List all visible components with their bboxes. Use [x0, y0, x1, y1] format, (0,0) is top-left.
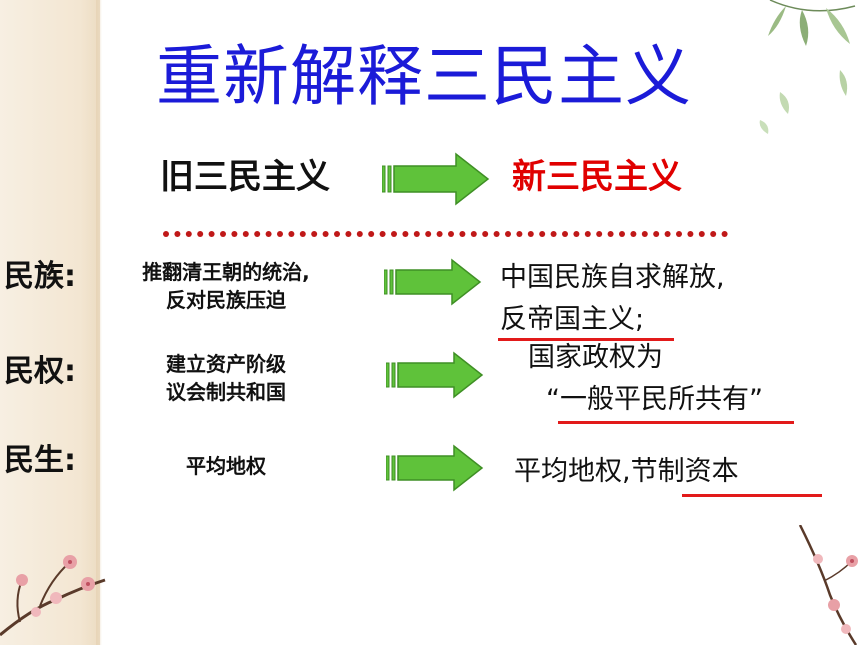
left-decorative-band — [0, 0, 100, 645]
divider-dot — [436, 231, 443, 237]
old-desc-line: 推翻清王朝的统治, — [142, 260, 310, 284]
row-label-nationalism: 民族: — [4, 259, 76, 294]
divider-dot — [265, 231, 272, 237]
divider-dot — [413, 231, 420, 237]
divider-dot — [368, 231, 375, 237]
divider-dot — [163, 231, 169, 237]
divider-dot — [516, 231, 523, 237]
divider-dot — [676, 231, 682, 237]
divider-dot — [402, 231, 409, 237]
new-desc-democracy-line2: “一般平民所共有” — [546, 384, 763, 415]
divider-dot — [698, 231, 705, 237]
divider-dot — [391, 231, 397, 237]
divider-dot — [277, 231, 283, 237]
new-desc-nationalism-line1: 中国民族自求解放, — [500, 262, 725, 293]
divider-dot — [242, 231, 249, 237]
old-desc-democracy: 建立资产阶级 议会制共和国 — [106, 350, 346, 406]
row-label-livelihood: 民生: — [4, 443, 76, 478]
right-arrow-icon — [386, 351, 484, 399]
divider-dot — [630, 231, 637, 237]
left-band-edge — [96, 0, 102, 645]
divider-dot — [619, 231, 625, 237]
old-desc-nationalism: 推翻清王朝的统治, 反对民族压迫 — [106, 258, 346, 314]
divider-dot — [641, 231, 648, 237]
divider-dot — [539, 231, 546, 237]
plum-blossom-icon — [798, 525, 858, 645]
divider-dot — [311, 231, 318, 237]
divider-dot — [584, 231, 591, 237]
old-three-principles-label: 旧三民主义 — [160, 157, 330, 197]
divider-dot — [220, 231, 226, 237]
divider-dot — [174, 231, 181, 237]
divider-dot — [299, 231, 306, 237]
divider-dot — [505, 231, 511, 237]
divider-dot — [322, 231, 329, 237]
right-arrow-icon — [384, 258, 482, 306]
right-arrow-icon — [386, 444, 484, 492]
divider-dot — [197, 231, 204, 237]
dotted-divider — [163, 231, 728, 237]
divider-dot — [254, 231, 261, 237]
divider-dot — [721, 231, 728, 237]
old-desc-livelihood: 平均地权 — [106, 452, 346, 480]
new-desc-nationalism-line2: 反帝国主义; — [500, 304, 645, 335]
old-desc-line: 建立资产阶级 — [166, 352, 286, 376]
old-desc-line: 反对民族压迫 — [166, 288, 286, 312]
divider-dot — [607, 231, 614, 237]
divider-dot — [208, 231, 215, 237]
divider-dot — [356, 231, 363, 237]
divider-dot — [664, 231, 671, 237]
divider-dot — [493, 231, 500, 237]
emphasis-underline — [682, 494, 822, 497]
divider-dot — [687, 231, 694, 237]
divider-dot — [288, 231, 295, 237]
divider-dot — [470, 231, 477, 237]
divider-dot — [573, 231, 580, 237]
emphasis-underline — [558, 421, 794, 424]
divider-dot — [379, 231, 386, 237]
plum-blossom-icon — [0, 555, 106, 637]
divider-dot — [185, 231, 192, 237]
old-desc-line: 议会制共和国 — [166, 380, 286, 404]
divider-dot — [231, 231, 238, 237]
divider-dot — [459, 231, 466, 237]
divider-dot — [527, 231, 534, 237]
divider-dot — [550, 231, 557, 237]
divider-dot — [425, 231, 432, 237]
divider-dot — [596, 231, 603, 237]
emphasis-underline — [498, 338, 674, 341]
divider-dot — [482, 231, 489, 237]
old-desc-line: 平均地权 — [186, 454, 266, 478]
divider-dot — [448, 231, 454, 237]
bamboo-leaf-icon — [759, 0, 856, 134]
divider-dot — [710, 231, 717, 237]
row-label-democracy: 民权: — [4, 354, 76, 389]
divider-dot — [334, 231, 340, 237]
divider-dot — [345, 231, 352, 237]
divider-dot — [653, 231, 660, 237]
divider-dot — [562, 231, 568, 237]
new-three-principles-label: 新三民主义 — [512, 157, 682, 197]
new-desc-democracy-line1: 国家政权为 — [528, 342, 663, 373]
new-desc-livelihood: 平均地权,节制资本 — [514, 456, 739, 487]
right-arrow-icon — [382, 152, 490, 206]
slide-title: 重新解释三民主义 — [156, 38, 692, 115]
